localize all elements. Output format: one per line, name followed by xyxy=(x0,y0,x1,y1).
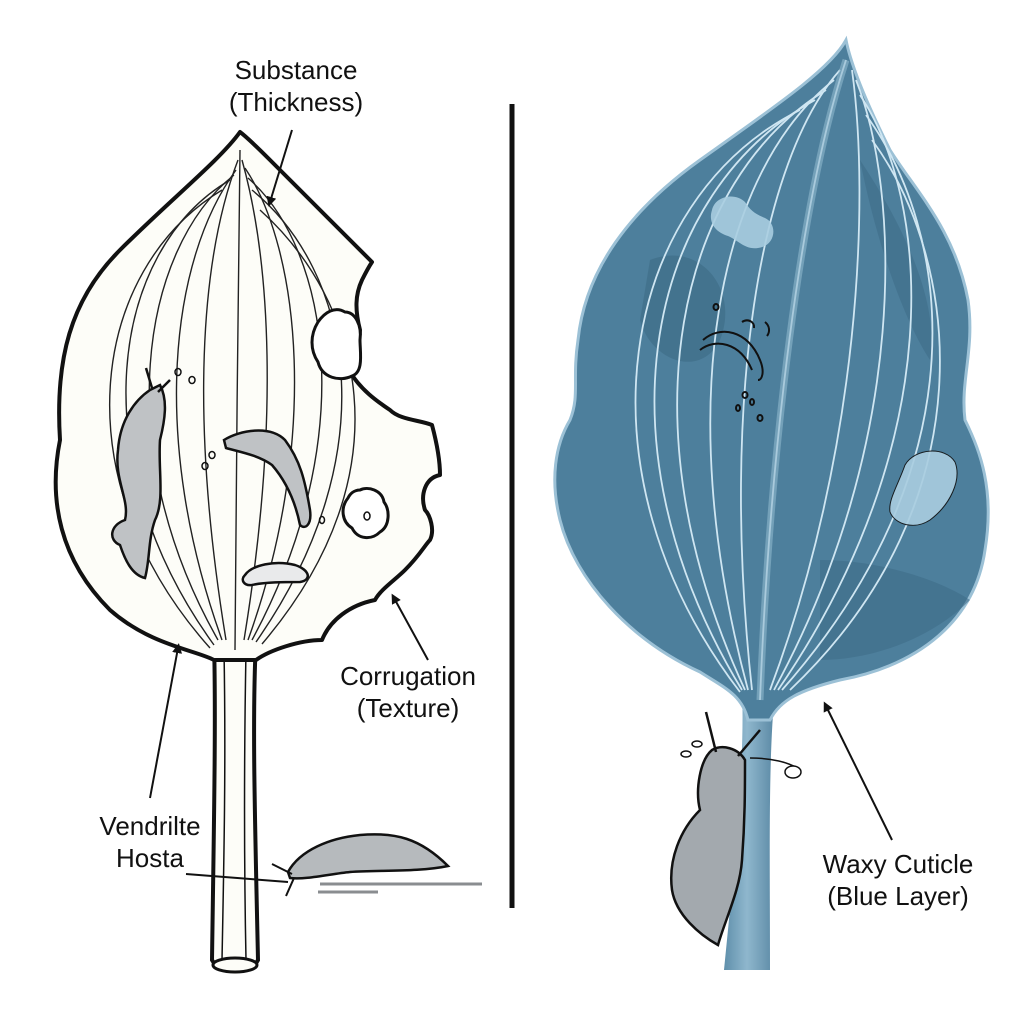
arrow-waxy-cuticle xyxy=(823,701,893,841)
blue-leaf-midrib xyxy=(756,58,850,701)
left-stem-cut-end xyxy=(211,956,259,974)
arrow-substance xyxy=(266,129,293,207)
slug-on-left-leaf xyxy=(111,367,171,580)
ground-slug xyxy=(271,833,482,897)
label-line: Hosta xyxy=(116,843,184,873)
left-leaf-veins xyxy=(109,149,356,651)
leader-vendrilte-slug xyxy=(185,873,289,883)
leaf-hole-small xyxy=(363,511,371,521)
left-stem-inner-line xyxy=(243,649,247,961)
leaf-hole xyxy=(310,308,363,381)
label-line: Waxy Cuticle xyxy=(822,849,974,879)
slime-droplets xyxy=(174,367,326,525)
water-droplet xyxy=(889,450,958,526)
slug-bite-mark xyxy=(699,303,771,422)
label-line: (Blue Layer) xyxy=(827,881,969,911)
label-substance-thickness: Substance (Thickness) xyxy=(196,54,396,118)
label-line: Vendrilte xyxy=(99,811,201,841)
label-vendrilte-hosta: Vendrilte Hosta xyxy=(70,810,230,874)
blue-hosta-leaf xyxy=(553,35,990,970)
blue-leaf-shading xyxy=(860,160,932,360)
blue-leaf-shading xyxy=(820,560,970,660)
label-corrugation-texture: Corrugation (Texture) xyxy=(318,660,498,724)
left-leaf-stem xyxy=(209,638,261,974)
label-waxy-cuticle: Waxy Cuticle (Blue Layer) xyxy=(788,848,1008,912)
label-line: Substance xyxy=(234,55,358,85)
label-line: Corrugation xyxy=(340,661,476,691)
left-stem-inner-line xyxy=(221,649,226,961)
blue-leaf-stem xyxy=(724,690,775,970)
blue-leaf-shading xyxy=(640,255,726,362)
slug-on-left-leaf xyxy=(241,561,309,587)
slug-on-blue-stem xyxy=(670,711,802,947)
arrow-vendrilte xyxy=(149,643,182,799)
arrow-corrugation xyxy=(391,593,429,661)
left-hosta-leaf xyxy=(53,130,482,974)
label-line: (Thickness) xyxy=(228,87,364,117)
label-line: (Texture) xyxy=(356,693,460,723)
slug-on-left-leaf xyxy=(222,429,312,529)
water-droplet xyxy=(710,196,774,249)
